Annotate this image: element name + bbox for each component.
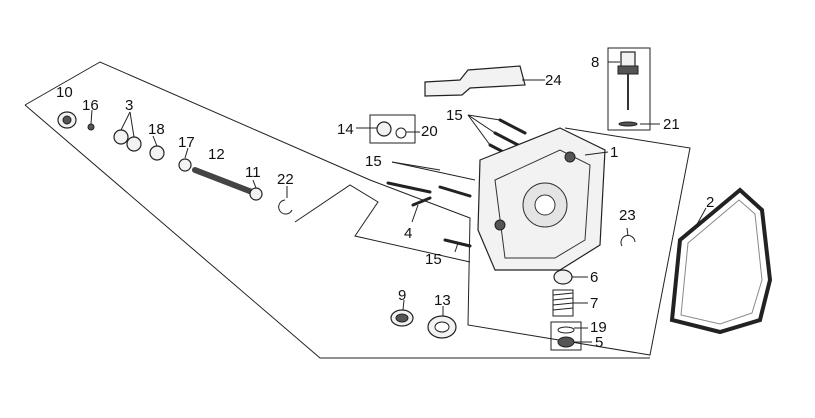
label-13: 13 xyxy=(434,292,451,309)
part-12-shaft xyxy=(192,167,255,195)
part-24-bracket xyxy=(424,65,526,97)
label-10: 10 xyxy=(56,84,73,101)
label-8: 8 xyxy=(591,54,599,71)
part-21-oring xyxy=(618,121,638,127)
label-16: 16 xyxy=(82,97,99,114)
part-14-box xyxy=(369,114,416,144)
label-18: 18 xyxy=(148,121,165,138)
shaft-bracket-frame xyxy=(294,184,471,263)
label-3: 3 xyxy=(125,97,133,114)
label-5: 5 xyxy=(595,334,603,351)
part-8-dipstick xyxy=(617,51,639,110)
label-19: 19 xyxy=(590,319,607,336)
part-23-circlip xyxy=(620,234,636,247)
label-22: 22 xyxy=(277,171,294,188)
label-7: 7 xyxy=(590,295,598,312)
part-14-seal xyxy=(376,121,392,137)
label-9: 9 xyxy=(398,287,406,304)
label-2: 2 xyxy=(706,194,714,211)
label-15-middle: 15 xyxy=(365,153,382,170)
part-7-spring xyxy=(552,289,574,317)
part-4-dowel xyxy=(411,196,432,207)
part-13-bearing xyxy=(427,315,457,339)
label-6: 6 xyxy=(590,269,598,286)
part-22-circlip xyxy=(278,199,293,215)
part-16-washer xyxy=(87,123,95,131)
part-6-plug xyxy=(553,269,573,285)
label-14: 14 xyxy=(337,121,354,138)
label-23: 23 xyxy=(619,207,636,224)
part-2-gasket-inner xyxy=(680,199,763,325)
label-20: 20 xyxy=(421,123,438,140)
part-11-bearing xyxy=(249,187,263,201)
assembly-frame-lower xyxy=(24,104,650,359)
label-1: 1 xyxy=(610,144,618,161)
label-12: 12 xyxy=(208,146,225,163)
part-3-bearing-set xyxy=(113,129,142,152)
label-17: 17 xyxy=(178,134,195,151)
part-1-crankcase-cover xyxy=(477,127,606,271)
label-15-lower: 15 xyxy=(425,251,442,268)
part-20-oring xyxy=(395,127,407,139)
leader-lines xyxy=(90,61,707,343)
part-2-gasket xyxy=(669,187,773,335)
part-17-collar xyxy=(178,158,192,172)
bolts-15-middle xyxy=(386,181,472,198)
label-21: 21 xyxy=(663,116,680,133)
label-11: 11 xyxy=(245,164,261,181)
label-15-upper: 15 xyxy=(446,107,463,124)
part-9-seal xyxy=(390,309,414,327)
label-24: 24 xyxy=(545,72,562,89)
part-10-seal xyxy=(57,111,77,129)
label-4: 4 xyxy=(404,225,412,242)
part-19-oring xyxy=(557,326,575,334)
filter-box xyxy=(550,321,582,351)
part-5-plug xyxy=(557,336,575,348)
assembly-frame xyxy=(24,61,691,356)
part-18-bearing xyxy=(149,145,165,161)
dipstick-box xyxy=(607,47,651,131)
